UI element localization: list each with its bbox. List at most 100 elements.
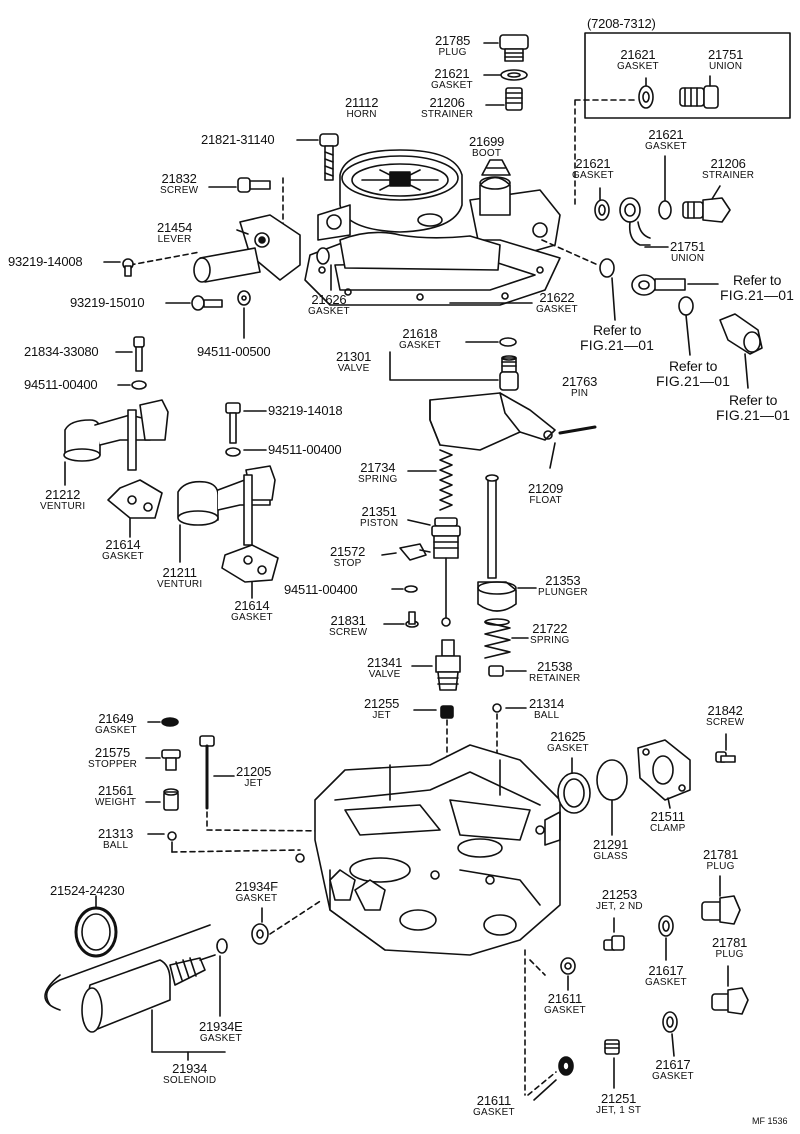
plug-21781-a-part: [701, 895, 741, 925]
screw-21834-33080-part: [133, 336, 145, 372]
carburetor-body-part: [295, 744, 561, 956]
union-21751-part: [619, 197, 651, 246]
gasket-21621-right-part: [594, 199, 610, 221]
washer-94511-00400-a-part: [131, 380, 147, 390]
plug-21781-b-part: [711, 987, 749, 1015]
screw-93219-14018-part: [225, 402, 241, 444]
venturi-21212-part: [63, 399, 169, 519]
screw-21842-part: [715, 751, 736, 763]
strainer-21206-part: [505, 87, 523, 111]
jet-21205-part: [199, 735, 215, 810]
label-21834-33080: 21834-33080: [24, 344, 99, 359]
label-93219-14008: 93219-14008: [8, 254, 83, 269]
gasket-21934e-part: [216, 938, 228, 954]
label-21524-24230: 21524-24230: [50, 883, 125, 898]
label-94511-00500: 94511-00500: [197, 344, 271, 359]
venturi-21211-part: [177, 465, 279, 583]
gasket-21621-part: [500, 69, 528, 81]
piston-21351-part: [431, 517, 461, 627]
lever-21454-part: [193, 214, 301, 283]
ball-21314-part: [492, 703, 502, 713]
screw-93219-14008-part: [122, 258, 134, 277]
label-94511-00400-b: 94511-00400: [268, 442, 342, 457]
inset-box: [584, 32, 791, 119]
union-21751-inset-part: [679, 85, 719, 109]
air-horn-21112-part: [317, 149, 561, 256]
label-93219-14018: 93219-14018: [268, 403, 343, 418]
gasket-21626-part: [316, 247, 330, 265]
gasket-refer-1-part: [599, 258, 615, 278]
screw-21832-part: [237, 177, 271, 193]
gasket-refer-2-part: [678, 296, 694, 316]
gasket-21617-b-part: [662, 1011, 678, 1033]
label-21821-31140: 21821-31140: [201, 132, 275, 147]
gasket-21618-part: [499, 337, 517, 347]
label-93219-15010: 93219-15010: [70, 295, 145, 310]
spring-21722-part: [484, 618, 511, 659]
retainer-21538-part: [488, 665, 504, 677]
spring-21734-part: [439, 449, 453, 511]
plunger-21353-part: [477, 474, 517, 612]
washer-94511-00400-b-part: [225, 447, 241, 457]
stop-21572-part: [399, 543, 431, 561]
ball-21313-part: [167, 831, 177, 841]
figure-code: MF 1536: [752, 1116, 788, 1126]
jet-21251-part: [604, 1039, 620, 1055]
solenoid-21934-part: [44, 924, 216, 1033]
valve-21341-part: [435, 639, 461, 691]
ring-21524-24230-part: [74, 906, 118, 958]
stopper-21575-part: [161, 749, 181, 771]
weight-21561-part: [163, 788, 179, 811]
gasket-21934f-part: [251, 923, 269, 945]
strainer-21206-b-part: [682, 197, 731, 223]
valve-21301-part: [499, 355, 519, 391]
boot-21699-part: [481, 159, 511, 176]
